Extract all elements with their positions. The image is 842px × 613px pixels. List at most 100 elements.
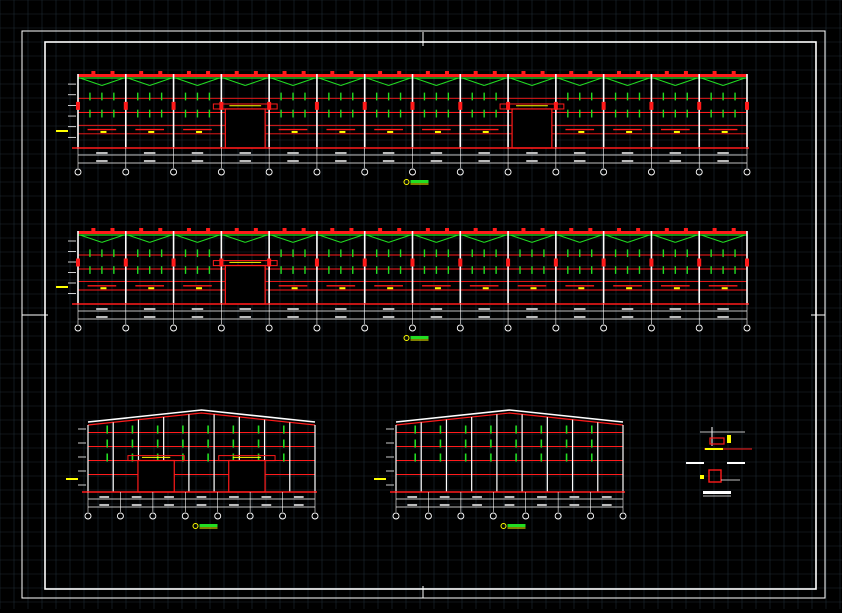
view-title — [507, 524, 526, 527]
roof-brace — [318, 77, 341, 86]
dimension-text — [239, 308, 251, 310]
purlin-cap — [444, 71, 449, 75]
roof-brace — [366, 77, 389, 86]
column-bracket — [506, 258, 511, 267]
dimension-text — [382, 152, 395, 154]
dimension-text — [621, 316, 634, 318]
purlin-cap — [712, 71, 717, 75]
dimension-text — [439, 504, 450, 506]
dimension-text — [478, 152, 490, 154]
column-bracket — [649, 258, 654, 267]
axis-bubble — [409, 168, 416, 176]
dimension-text — [430, 308, 443, 310]
roof-brace — [197, 77, 220, 86]
height-label — [530, 287, 537, 290]
roof-brace — [579, 234, 602, 243]
view-title-marker — [403, 335, 410, 341]
roof-brace — [701, 77, 724, 86]
dimension-text — [472, 504, 482, 506]
roof-brace — [270, 77, 294, 86]
axis-bubble — [311, 512, 319, 520]
dimension-text — [239, 160, 251, 162]
roof-brace — [531, 77, 555, 86]
axis-bubble — [122, 168, 130, 176]
axis-bubble — [504, 324, 512, 332]
column-bracket — [171, 258, 176, 267]
roof-brace — [462, 77, 485, 86]
purlin-cap — [186, 228, 191, 232]
column-bracket — [171, 101, 176, 110]
dimension-text — [669, 308, 682, 310]
purlin-cap — [731, 228, 736, 232]
axis-bubble — [600, 324, 608, 332]
height-label — [434, 287, 441, 290]
purlin-cap — [397, 228, 402, 232]
height-label — [100, 130, 107, 133]
axis-bubble — [552, 168, 560, 176]
column-bracket — [410, 101, 415, 110]
dimension-text — [537, 496, 547, 498]
roof-brace — [79, 77, 103, 86]
dimension-text — [196, 504, 207, 506]
column-bracket — [697, 101, 702, 110]
purlin-cap — [139, 228, 144, 232]
purlin-cap — [282, 228, 287, 232]
dimension-text — [191, 160, 204, 162]
roof-rafter — [395, 412, 624, 426]
detail-label — [727, 462, 745, 464]
axis-bubble — [170, 324, 178, 332]
column-bracket — [219, 258, 224, 267]
dimension-text — [239, 152, 251, 154]
column-bracket — [601, 101, 606, 110]
height-label — [626, 130, 633, 133]
dimension-text — [526, 316, 538, 318]
purlin-cap — [569, 228, 574, 232]
axis-bubble — [217, 324, 225, 332]
dimension-text — [439, 496, 450, 498]
dimension-text — [261, 496, 272, 498]
door-opening — [228, 459, 266, 493]
roof-brace — [462, 234, 485, 243]
roof-brace — [531, 234, 555, 243]
column-bracket — [601, 258, 606, 267]
roof-brace — [340, 77, 363, 86]
roof-brace — [509, 77, 533, 86]
dimension-text — [430, 316, 443, 318]
roof-brace — [292, 77, 316, 86]
gable-elevation-left-view — [66, 409, 319, 529]
dimension-text — [229, 504, 239, 506]
purlin-cap — [139, 71, 144, 75]
roof-brace — [509, 234, 533, 243]
roof-brace — [557, 234, 580, 243]
dimension-text — [239, 316, 251, 318]
axis-bubble — [279, 512, 287, 520]
dimension-text — [287, 152, 299, 154]
detail-label — [686, 462, 704, 464]
axis-bubble — [619, 512, 627, 520]
roof-brace — [197, 234, 220, 243]
dimension-text — [478, 160, 490, 162]
axis-bubble — [361, 168, 369, 176]
roof-brace — [292, 234, 316, 243]
level-marker — [374, 478, 386, 480]
dimension-text — [382, 316, 395, 318]
axis-bubble — [552, 324, 560, 332]
dimension-text — [407, 496, 418, 498]
dimension-text — [335, 308, 347, 310]
height-label — [291, 130, 298, 133]
dimension-text — [478, 316, 490, 318]
dimension-text — [569, 504, 580, 506]
dimension-text — [601, 496, 612, 498]
dimension-text — [335, 152, 347, 154]
roof-brace — [318, 234, 341, 243]
height-label — [721, 130, 728, 133]
door-opening — [224, 264, 266, 305]
column-bracket — [362, 101, 367, 110]
axis-bubble — [489, 512, 497, 520]
axis-bubble — [743, 324, 751, 332]
door-lintel — [499, 103, 565, 110]
purlin-cap — [664, 228, 669, 232]
door-lintel — [212, 260, 278, 267]
column-bracket — [267, 258, 272, 267]
purlin-cap — [540, 228, 545, 232]
